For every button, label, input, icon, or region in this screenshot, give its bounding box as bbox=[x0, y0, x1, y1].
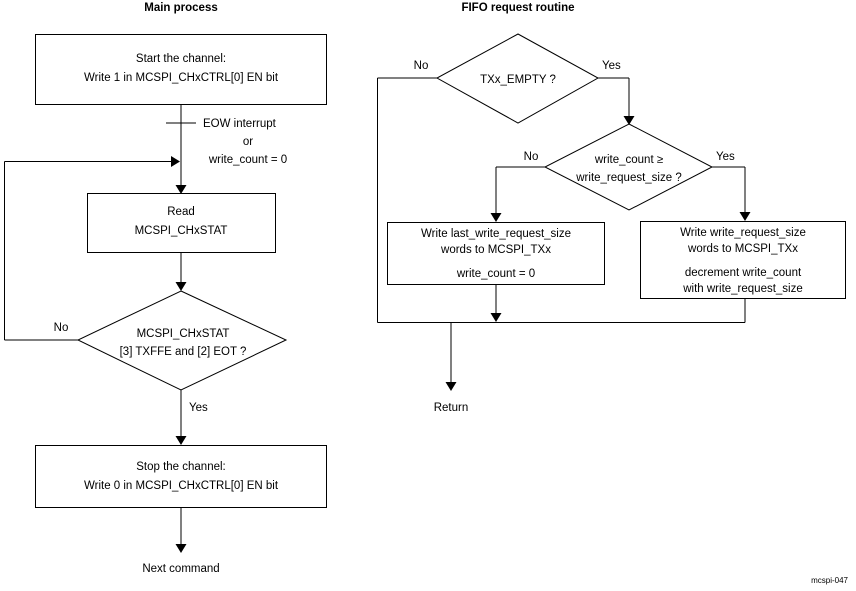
stop-channel-box bbox=[35, 445, 327, 508]
stop-channel-line1: Stop the channel: bbox=[136, 461, 226, 473]
arrowhead-into-write-box bbox=[739, 212, 751, 221]
stat-decision-no-label: No bbox=[54, 322, 69, 334]
write-count-no-label: No bbox=[524, 151, 539, 163]
arrowhead-into-stop-box bbox=[175, 436, 187, 445]
read-stat-box bbox=[87, 193, 276, 253]
main-process-title: Main process bbox=[144, 2, 218, 14]
write-req-line1: Write write_request_size bbox=[680, 227, 806, 239]
txx-empty-diamond bbox=[435, 33, 600, 124]
read-stat-line2: MCSPI_CHxSTAT bbox=[135, 225, 228, 237]
event-note-line2: or bbox=[243, 136, 253, 148]
write-req-line2: words to MCSPI_TXx bbox=[687, 243, 798, 255]
arrowhead-into-stat-decision bbox=[175, 282, 187, 291]
write-count-diamond bbox=[543, 123, 714, 211]
arrowhead-into-last-write-box bbox=[490, 213, 502, 222]
stat-decision-line1: MCSPI_CHxSTAT bbox=[137, 328, 230, 340]
stat-decision-line2: [3] TXFFE and [2] EOT ? bbox=[120, 346, 247, 358]
write-request-box bbox=[640, 221, 846, 299]
write-count-line1: write_count ≥ bbox=[594, 154, 663, 166]
arrowhead-into-read-box bbox=[175, 185, 187, 194]
arrowhead-into-return bbox=[445, 382, 457, 391]
next-command-terminal: Next command bbox=[142, 563, 219, 575]
last-write-line3: write_count = 0 bbox=[456, 268, 535, 280]
last-write-line2: words to MCSPI_TXx bbox=[440, 244, 551, 256]
write-count-line2: write_request_size ? bbox=[575, 172, 681, 184]
start-channel-box bbox=[35, 34, 327, 105]
stop-channel-line2: Write 0 in MCSPI_CHxCTRL[0] EN bit bbox=[84, 480, 279, 492]
read-stat-line1: Read bbox=[167, 206, 195, 218]
arrowhead-into-count-decision bbox=[623, 116, 635, 125]
start-channel-line2: Write 1 in MCSPI_CHxCTRL[0] EN bit bbox=[84, 72, 279, 84]
txx-empty-yes-label: Yes bbox=[602, 60, 621, 72]
fifo-routine-title: FIFO request routine bbox=[461, 2, 574, 14]
return-terminal: Return bbox=[434, 402, 469, 414]
event-note-line1: EOW interrupt bbox=[203, 118, 277, 130]
arrowhead-loopback-join bbox=[171, 156, 180, 167]
write-count-yes-label: Yes bbox=[716, 151, 735, 163]
txx-empty-label: TXx_EMPTY ? bbox=[480, 74, 556, 86]
start-channel-line1: Start the channel: bbox=[136, 53, 226, 65]
arrowhead-into-next-command bbox=[175, 544, 187, 553]
last-write-request-box bbox=[387, 222, 605, 285]
last-write-line1: Write last_write_request_size bbox=[421, 228, 571, 240]
stat-decision-diamond bbox=[76, 290, 288, 391]
stat-decision-yes-label: Yes bbox=[189, 402, 208, 414]
figure-id-label: mcspi-047 bbox=[811, 576, 848, 585]
txx-empty-no-label: No bbox=[414, 60, 429, 72]
arrowhead-into-merge-bar bbox=[490, 313, 502, 322]
write-req-line4: with write_request_size bbox=[682, 283, 803, 295]
write-req-line3: decrement write_count bbox=[685, 267, 802, 279]
event-note-line3: write_count = 0 bbox=[208, 154, 287, 166]
